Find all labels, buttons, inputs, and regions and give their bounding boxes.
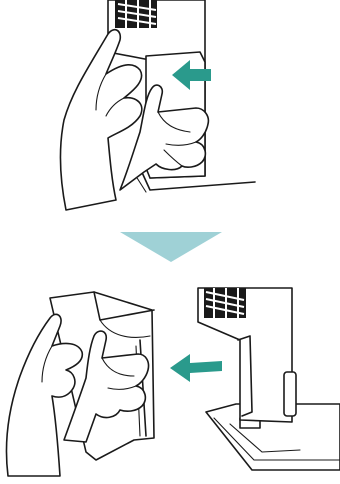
next-step-arrow	[120, 232, 222, 262]
grille-vents-2	[204, 288, 246, 318]
panel-step-2	[7, 288, 340, 476]
grille-vents	[115, 0, 157, 28]
panel-step-1	[60, 0, 255, 210]
pull-arrow	[170, 354, 222, 382]
